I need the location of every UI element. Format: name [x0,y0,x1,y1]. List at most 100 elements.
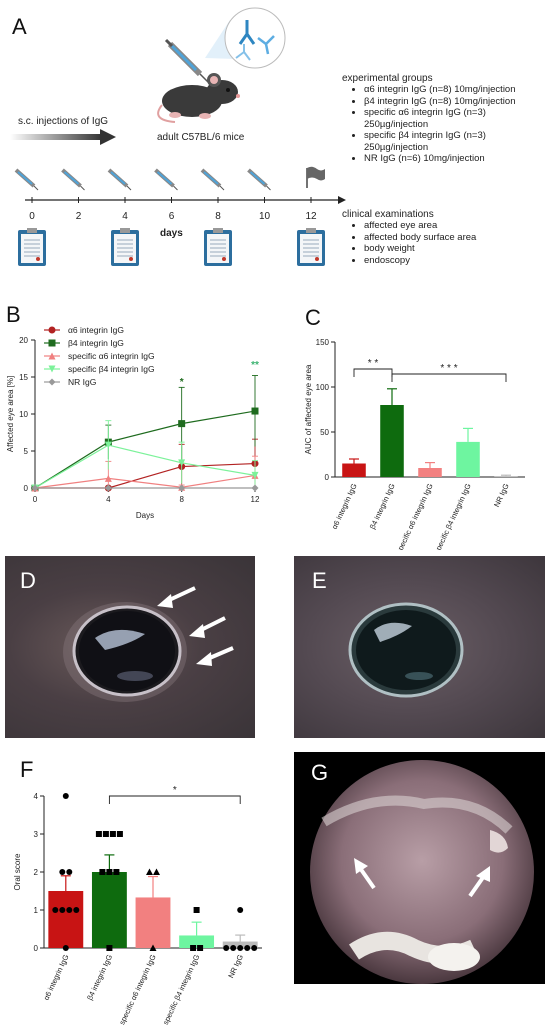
syringe-icon [247,168,271,191]
data-point [251,407,259,415]
significance-label: * * [368,358,379,369]
eye-photo-e [294,556,545,738]
data-point [52,907,59,913]
data-point [178,484,186,492]
panel-label-a: A [12,14,27,39]
timeline-label: days [160,228,183,239]
syringe-icon [107,168,132,191]
data-point [95,831,102,837]
experimental-groups: experimental groups α6 integrin IgG (n=8… [342,73,550,165]
timeline-tick-label: 8 [215,211,221,222]
panel-label-c: C [305,305,321,330]
group-item: specific α6 integrin IgG (n=3) 250µg/inj… [364,107,550,130]
legend-label: specific α6 integrin IgG [68,351,155,361]
series-path [34,444,256,489]
legend-marker [48,326,56,334]
y-tick-label: 3 [34,830,39,839]
mouse-illustration [157,73,240,123]
clinical-examinations: clinical examinations affected eye areaa… [342,209,550,266]
injection-arrow [10,129,116,145]
timeline-tick-label: 10 [259,211,271,222]
significance-label: * [173,785,177,796]
data-point [178,459,186,467]
data-point [116,831,123,837]
bar-rect [222,941,258,948]
arrow-icon [354,858,490,898]
series-line [31,420,259,492]
group-item: NR IgG (n=6) 10mg/injection [364,153,550,165]
endoscopy-illustration-g [310,760,534,984]
syringe-icon [14,168,39,191]
y-tick-label: 15 [19,373,28,382]
bar [456,427,480,477]
clinical-item: body weight [364,243,550,255]
timeline-tick-label: 12 [305,211,317,222]
bar [179,921,215,948]
endoscopy-photo-g [294,752,545,984]
bar-rect [135,897,171,948]
data-point [149,944,157,951]
bar [135,875,171,948]
significance-label: * * * [440,363,457,374]
data-point [237,945,244,951]
timeline-tick-label: 6 [169,211,175,222]
eye-illustration-e [348,602,464,698]
significance-bracket: * * [353,358,393,377]
bar [342,458,366,477]
clinical-title: clinical examinations [342,209,434,220]
groups-title: experimental groups [342,73,433,84]
data-point [104,484,112,492]
significance-label: ** [251,360,259,371]
bar [48,875,84,948]
bracket-line [391,373,507,382]
eye-photo-d [5,556,255,738]
panel-label-d: D [20,568,36,593]
data-point [59,869,66,875]
bar [418,462,442,477]
series-line [31,455,259,492]
data-point [244,945,251,951]
y-axis-label: Affected eye area [%] [6,376,15,452]
clipboard-icon [297,228,325,266]
timeline-tick-label: 0 [29,211,35,222]
clipboard-icon [111,228,139,266]
x-tick-label: 12 [251,495,260,504]
data-point [178,420,186,428]
panel-label-e: E [312,568,327,593]
data-point [31,484,39,492]
legend-marker [48,352,56,360]
clipboard-icon [18,228,46,266]
clinical-item: affected eye area [364,220,550,232]
data-point [62,793,69,799]
legend-marker [48,339,56,347]
series-path [34,410,256,489]
data-point [66,907,73,913]
bar-rect [342,463,366,477]
bar-rect [380,405,404,477]
y-tick-label: 150 [316,338,330,347]
bar-rect [494,476,518,477]
x-tick-label: β4 integrin IgG [368,482,397,531]
data-point [230,945,237,951]
y-axis-label: Oral score [13,853,22,890]
y-tick-label: 4 [34,792,39,801]
data-point [66,869,73,875]
legend-label: specific β4 integrin IgG [68,364,155,374]
clinical-list: affected eye areaaffected body surface a… [350,220,550,266]
data-point [99,869,106,875]
syringe-icon [164,38,209,83]
x-tick-label: α6 integrin IgG [330,482,359,531]
x-tick-label: specific β4 integrin IgG [432,482,473,550]
bar-rect [456,441,480,477]
y-axis-label: AUC of affected eye area [304,364,313,454]
data-point [104,441,112,449]
data-point [153,868,160,875]
x-tick-label: α6 integrin IgG [42,953,71,1002]
clinical-item: affected body surface area [364,232,550,244]
bar-rect [179,935,215,948]
timeline-tick-label: 4 [122,211,128,222]
panel-label-f: F [20,757,34,782]
